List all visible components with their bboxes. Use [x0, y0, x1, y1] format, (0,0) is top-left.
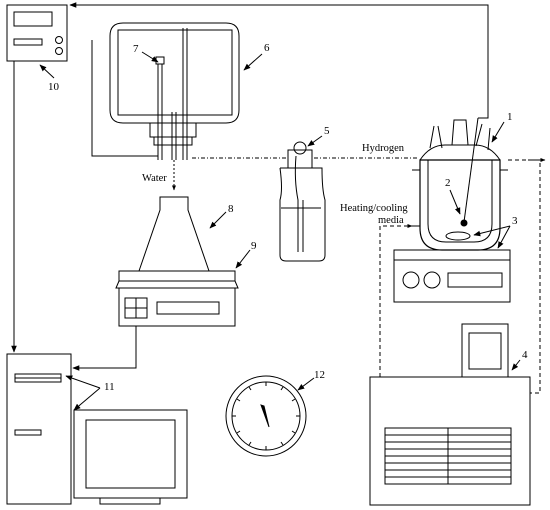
label-2: 2	[445, 177, 451, 189]
reactor	[412, 119, 508, 251]
clock	[225, 375, 307, 457]
signal-line-probe	[69, 2, 489, 119]
controller	[6, 4, 68, 62]
hydrogen-label: Hydrogen	[362, 143, 405, 154]
label-10: 10	[48, 81, 60, 93]
label-6: 6	[264, 42, 270, 54]
label-12: 12	[314, 369, 325, 381]
computer-tower	[6, 353, 72, 505]
heating-supply-line	[379, 224, 413, 377]
balance	[115, 270, 239, 327]
heating-label-line1: Heating/cooling	[340, 203, 408, 214]
label-9: 9	[251, 240, 257, 252]
balance-computer-line	[72, 326, 137, 371]
water-label: Water	[142, 173, 167, 184]
label-7: 7	[133, 43, 139, 55]
label-1: 1	[507, 111, 513, 123]
computer-monitor	[73, 409, 188, 505]
probe	[460, 117, 479, 227]
label-11: 11	[104, 381, 115, 393]
wash-bottle	[279, 141, 326, 262]
gas-tank	[109, 22, 240, 146]
label-5: 5	[324, 125, 330, 137]
thermostat-bath	[369, 323, 531, 506]
tank-tubes	[155, 28, 188, 160]
label-8: 8	[228, 203, 234, 215]
label-3: 3	[512, 215, 518, 227]
controller-tank-line	[91, 40, 158, 157]
heating-label-line2: media	[378, 215, 404, 226]
flask	[138, 196, 210, 272]
heating-return-line	[508, 159, 541, 394]
label-4: 4	[522, 349, 528, 361]
stirrer-plate	[393, 249, 511, 303]
